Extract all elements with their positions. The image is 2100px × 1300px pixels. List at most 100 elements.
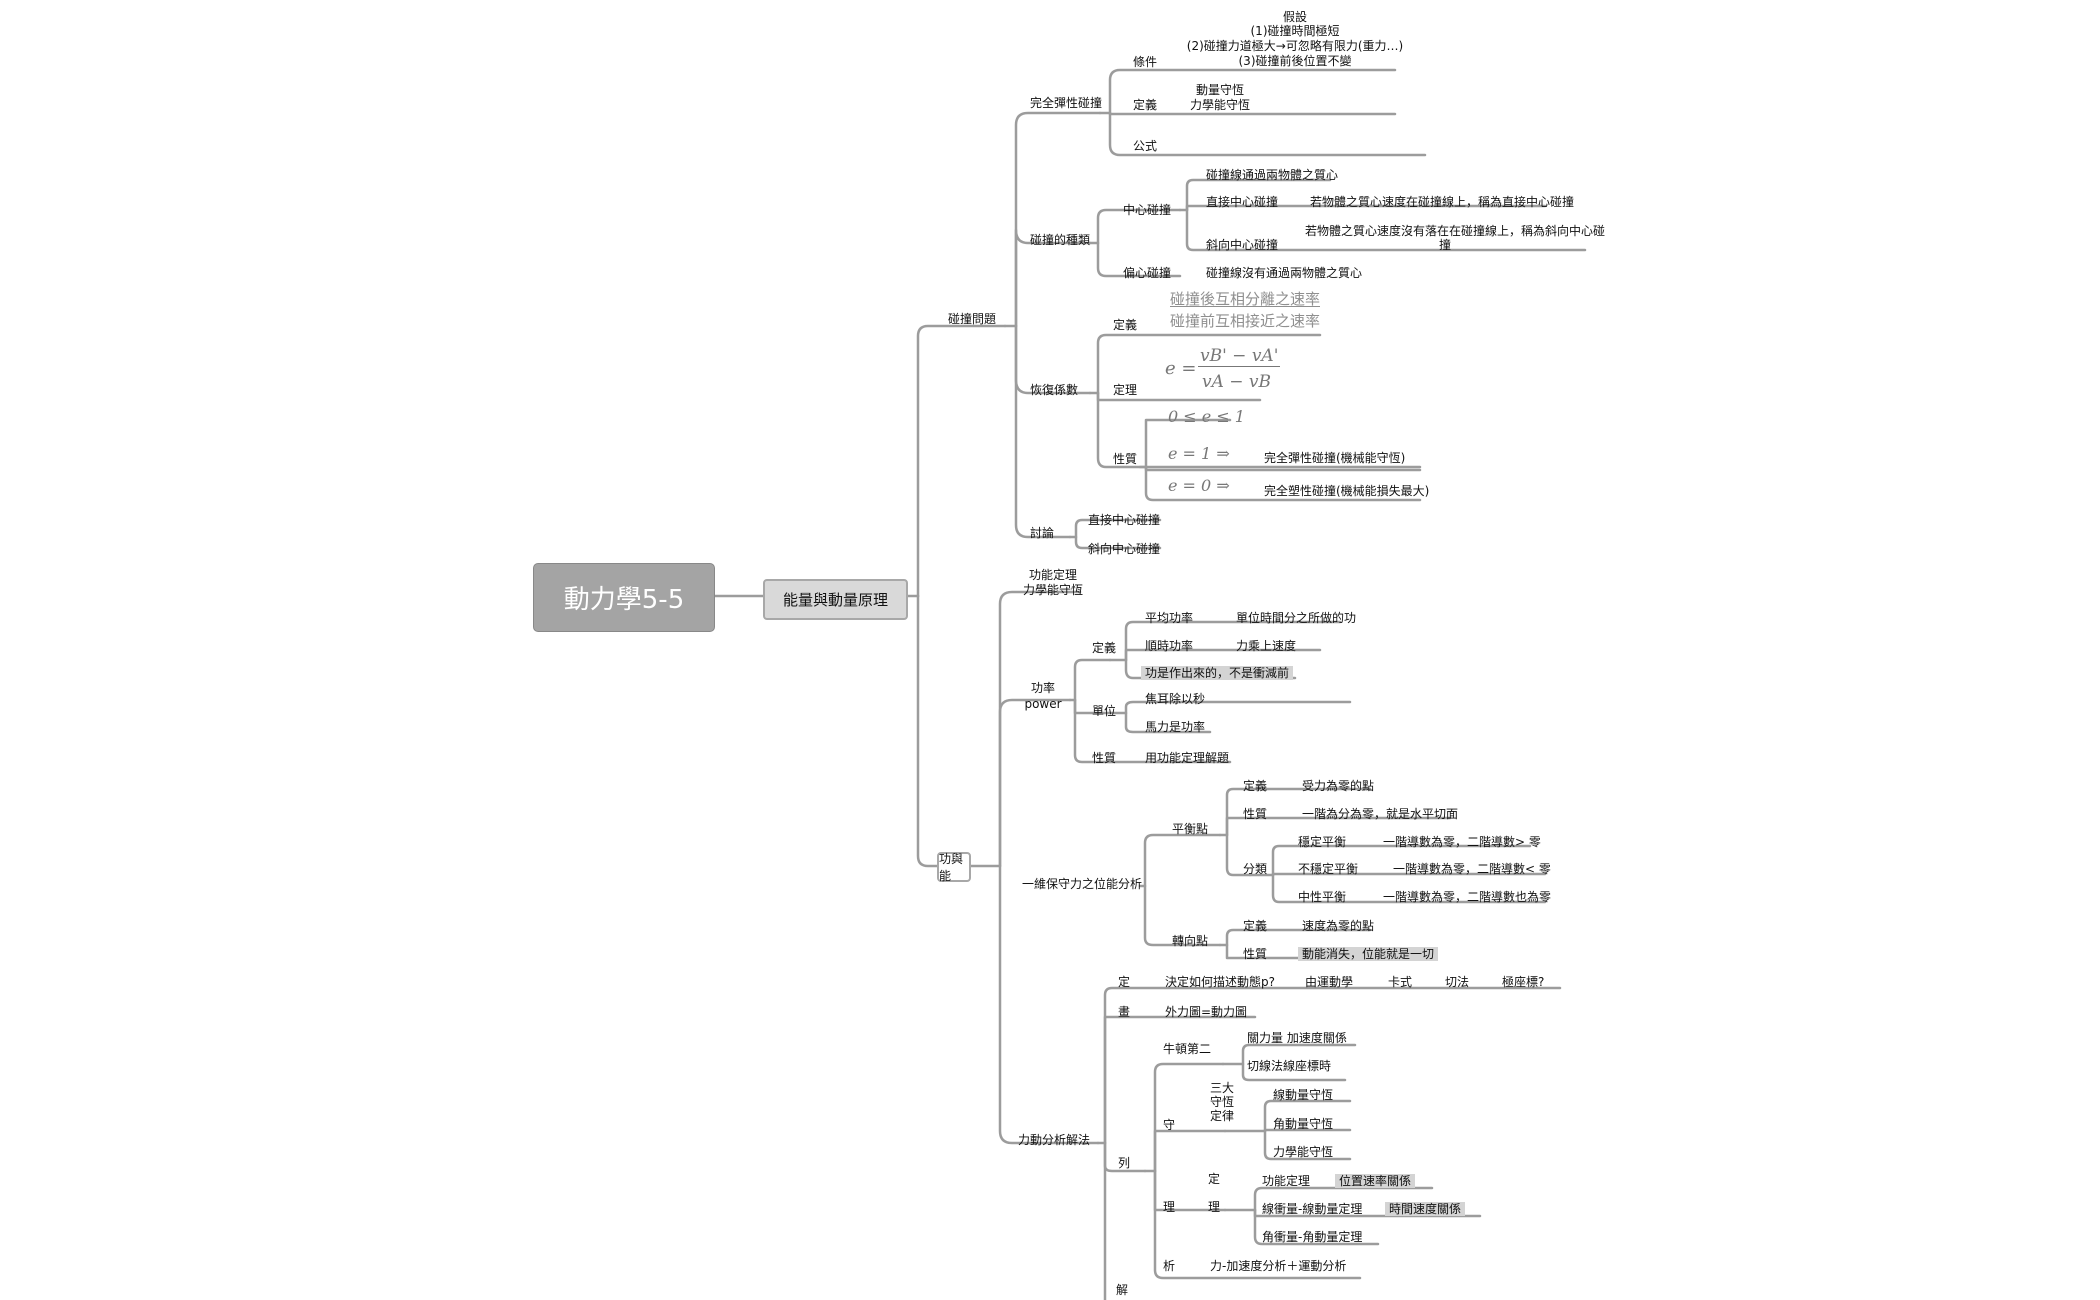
node-time-velocity-relation[interactable]: 時間速度關係 — [1385, 1202, 1466, 1216]
node-unstable-equilibrium[interactable]: 不穩定平衡 — [1298, 862, 1359, 876]
node-step-ding[interactable]: 定 — [1118, 975, 1131, 989]
node-oblique-central-desc-2[interactable]: 撞 — [1438, 238, 1451, 252]
node-linear-momentum-conservation[interactable]: 線動量守恆 — [1273, 1088, 1334, 1102]
node-angular-impulse-theorem[interactable]: 角衝量-角動量定理 — [1262, 1230, 1363, 1244]
node-restitution-theorem[interactable]: 定理 — [1113, 383, 1138, 397]
node-equilibrium-property-desc[interactable]: 一階為分為零，就是水平切面 — [1302, 807, 1459, 821]
node-collision-types[interactable]: 碰撞的種類 — [1030, 233, 1091, 247]
node-angular-momentum-conservation[interactable]: 角動量守恆 — [1273, 1117, 1334, 1131]
node-stable-equilibrium-desc[interactable]: 一階導數為零，二階導數> 零 — [1383, 835, 1541, 849]
node-three-laws-2[interactable]: 守恆 — [1209, 1095, 1234, 1109]
node-equilibrium-property[interactable]: 性質 — [1243, 807, 1268, 821]
node-restitution-numerator[interactable]: 碰撞後互相分離之速率 — [1170, 290, 1321, 308]
node-collision-problems[interactable]: 碰撞問題 — [948, 312, 997, 326]
node-perfect-elastic-text[interactable]: 完全彈性碰撞(機械能守恆) — [1264, 451, 1406, 465]
node-power-definition[interactable]: 定義 — [1092, 641, 1117, 655]
node-discussion-oblique[interactable]: 斜向中心碰撞 — [1088, 542, 1161, 556]
node-linear-impulse-theorem[interactable]: 線衝量-線動量定理 — [1262, 1202, 1363, 1216]
node-power-note[interactable]: 功是作出來的，不是衝減前 — [1141, 666, 1294, 680]
node-perfect-elastic-collision[interactable]: 完全彈性碰撞 — [1030, 96, 1103, 110]
node-momentum-conservation[interactable]: 動量守恆 — [1195, 83, 1244, 97]
node-restitution-definition[interactable]: 定義 — [1113, 318, 1138, 332]
node-xi-desc[interactable]: 力-加速度分析＋運動分析 — [1210, 1259, 1347, 1273]
node-perfect-definition[interactable]: 定義 — [1133, 98, 1158, 112]
node-turning-definition-desc[interactable]: 速度為零的點 — [1302, 919, 1375, 933]
node-power[interactable]: 功率 — [1030, 681, 1055, 695]
node-stable-equilibrium[interactable]: 穩定平衡 — [1298, 835, 1347, 849]
node-li-ding[interactable]: 定 — [1208, 1172, 1221, 1186]
node-unit-horsepower[interactable]: 馬力是功率 — [1145, 720, 1206, 734]
node-work-and-energy[interactable]: 功與能 — [937, 852, 971, 883]
node-newton-force-accel[interactable]: 關力量 加速度關係 — [1247, 1031, 1347, 1045]
node-discussion[interactable]: 討論 — [1030, 526, 1055, 540]
node-assumption-2[interactable]: (1)碰撞時間極短 — [1250, 24, 1340, 38]
node-restitution-denominator[interactable]: 碰撞前互相接近之速率 — [1170, 312, 1321, 330]
node-step-jie[interactable]: 解 — [1116, 1283, 1129, 1297]
node-assumption-3[interactable]: (2)碰撞力道極大→可忽略有限力(重力…) — [1186, 39, 1404, 53]
node-mechanical-energy-conservation-2[interactable]: 力學能守恆 — [1273, 1145, 1334, 1159]
node-turning-property[interactable]: 性質 — [1243, 947, 1268, 961]
node-power-unit[interactable]: 單位 — [1092, 704, 1117, 718]
node-perfectly-plastic-text[interactable]: 完全塑性碰撞(機械能損失最大) — [1264, 484, 1430, 498]
node-neutral-equilibrium[interactable]: 中性平衡 — [1298, 890, 1347, 904]
node-turning-property-desc[interactable]: 動能消失，位能就是一切 — [1298, 947, 1439, 961]
node-instant-power-desc[interactable]: 力乘上速度 — [1236, 639, 1297, 653]
node-power-en[interactable]: power — [1024, 697, 1062, 711]
node-equilibrium-point[interactable]: 平衡點 — [1172, 822, 1209, 836]
node-power-property[interactable]: 性質 — [1092, 751, 1117, 765]
node-eccentric-collision[interactable]: 偏心碰撞 — [1123, 266, 1172, 280]
node-newton-tangential-coords[interactable]: 切線法線座標時 — [1247, 1059, 1332, 1073]
node-li-sub[interactable]: 理 — [1208, 1200, 1221, 1214]
node-turning-point[interactable]: 轉向點 — [1172, 934, 1209, 948]
node-three-laws-3[interactable]: 定律 — [1209, 1109, 1234, 1123]
node-oblique-central-desc-1[interactable]: 若物體之質心速度沒有落在在碰撞線上，稱為斜向中心碰 — [1305, 224, 1606, 238]
node-unit-joule-per-second[interactable]: 焦耳除以秒 — [1145, 692, 1206, 706]
node-ding-polar[interactable]: 極座標? — [1502, 975, 1545, 989]
root-node[interactable]: 動力學5-5 — [533, 563, 715, 632]
node-oblique-central[interactable]: 斜向中心碰撞 — [1206, 238, 1279, 252]
node-position-speed-relation[interactable]: 位置速率關係 — [1335, 1174, 1416, 1188]
node-dynamics-method[interactable]: 力動分析解法 — [1018, 1133, 1091, 1147]
node-instant-power[interactable]: 順時功率 — [1145, 639, 1194, 653]
node-assumption-4[interactable]: (3)碰撞前後位置不變 — [1238, 54, 1352, 68]
node-mechanical-energy-conservation[interactable]: 力學能守恆 — [1022, 583, 1083, 597]
node-ding-question[interactable]: 決定如何描述動態p? — [1165, 975, 1275, 989]
node-hua-desc[interactable]: 外力圖=動力圖 — [1165, 1005, 1248, 1019]
node-central-desc[interactable]: 碰撞線通過兩物體之質心 — [1206, 168, 1339, 182]
node-unstable-equilibrium-desc[interactable]: 一階導數為零，二階導數< 零 — [1393, 862, 1551, 876]
node-condition[interactable]: 條件 — [1133, 55, 1158, 69]
node-central-collision[interactable]: 中心碰撞 — [1123, 203, 1172, 217]
node-step-hua[interactable]: 畫 — [1118, 1005, 1131, 1019]
node-ding-tangential[interactable]: 切法 — [1445, 975, 1470, 989]
main-topic-node[interactable]: 能量與動量原理 — [763, 579, 908, 620]
node-average-power[interactable]: 平均功率 — [1145, 611, 1194, 625]
node-step-lie[interactable]: 列 — [1118, 1156, 1131, 1170]
node-equilibrium-definition-desc[interactable]: 受力為零的點 — [1302, 779, 1375, 793]
node-neutral-equilibrium-desc[interactable]: 一階導數為零，二階導數也為零 — [1383, 890, 1552, 904]
node-formula[interactable]: 公式 — [1133, 139, 1158, 153]
node-step-shou[interactable]: 守 — [1163, 1118, 1176, 1132]
node-restitution-coefficient[interactable]: 恢復係數 — [1030, 383, 1079, 397]
node-direct-central[interactable]: 直接中心碰撞 — [1206, 195, 1279, 209]
node-turning-definition[interactable]: 定義 — [1243, 919, 1268, 933]
node-potential-analysis[interactable]: 一維保守力之位能分析 — [1022, 877, 1143, 891]
node-newton-second[interactable]: 牛頓第二 — [1163, 1042, 1212, 1056]
node-power-property-desc[interactable]: 用功能定理解題 — [1145, 751, 1230, 765]
node-work-energy-theorem-2[interactable]: 功能定理 — [1262, 1174, 1311, 1188]
node-eccentric-desc[interactable]: 碰撞線沒有通過兩物體之質心 — [1206, 266, 1363, 280]
node-three-laws-1[interactable]: 三大 — [1209, 1081, 1234, 1095]
node-average-power-desc[interactable]: 單位時間分之所做的功 — [1236, 611, 1357, 625]
node-step-li[interactable]: 理 — [1163, 1200, 1176, 1214]
node-equilibrium-definition[interactable]: 定義 — [1243, 779, 1268, 793]
node-equilibrium-classes[interactable]: 分類 — [1243, 862, 1268, 876]
node-restitution-property[interactable]: 性質 — [1113, 452, 1138, 466]
node-step-xi[interactable]: 析 — [1163, 1259, 1176, 1273]
node-discussion-direct[interactable]: 直接中心碰撞 — [1088, 513, 1161, 527]
node-work-energy-theorem[interactable]: 功能定理 — [1028, 568, 1077, 582]
node-ding-kinematics[interactable]: 由運動學 — [1305, 975, 1354, 989]
node-assumption-1[interactable]: 假設 — [1282, 10, 1307, 24]
node-direct-central-desc[interactable]: 若物體之質心速度在碰撞線上，稱為直接中心碰撞 — [1310, 195, 1575, 209]
node-energy-conservation[interactable]: 力學能守恆 — [1189, 98, 1250, 112]
node-ding-cartesian[interactable]: 卡式 — [1388, 975, 1413, 989]
